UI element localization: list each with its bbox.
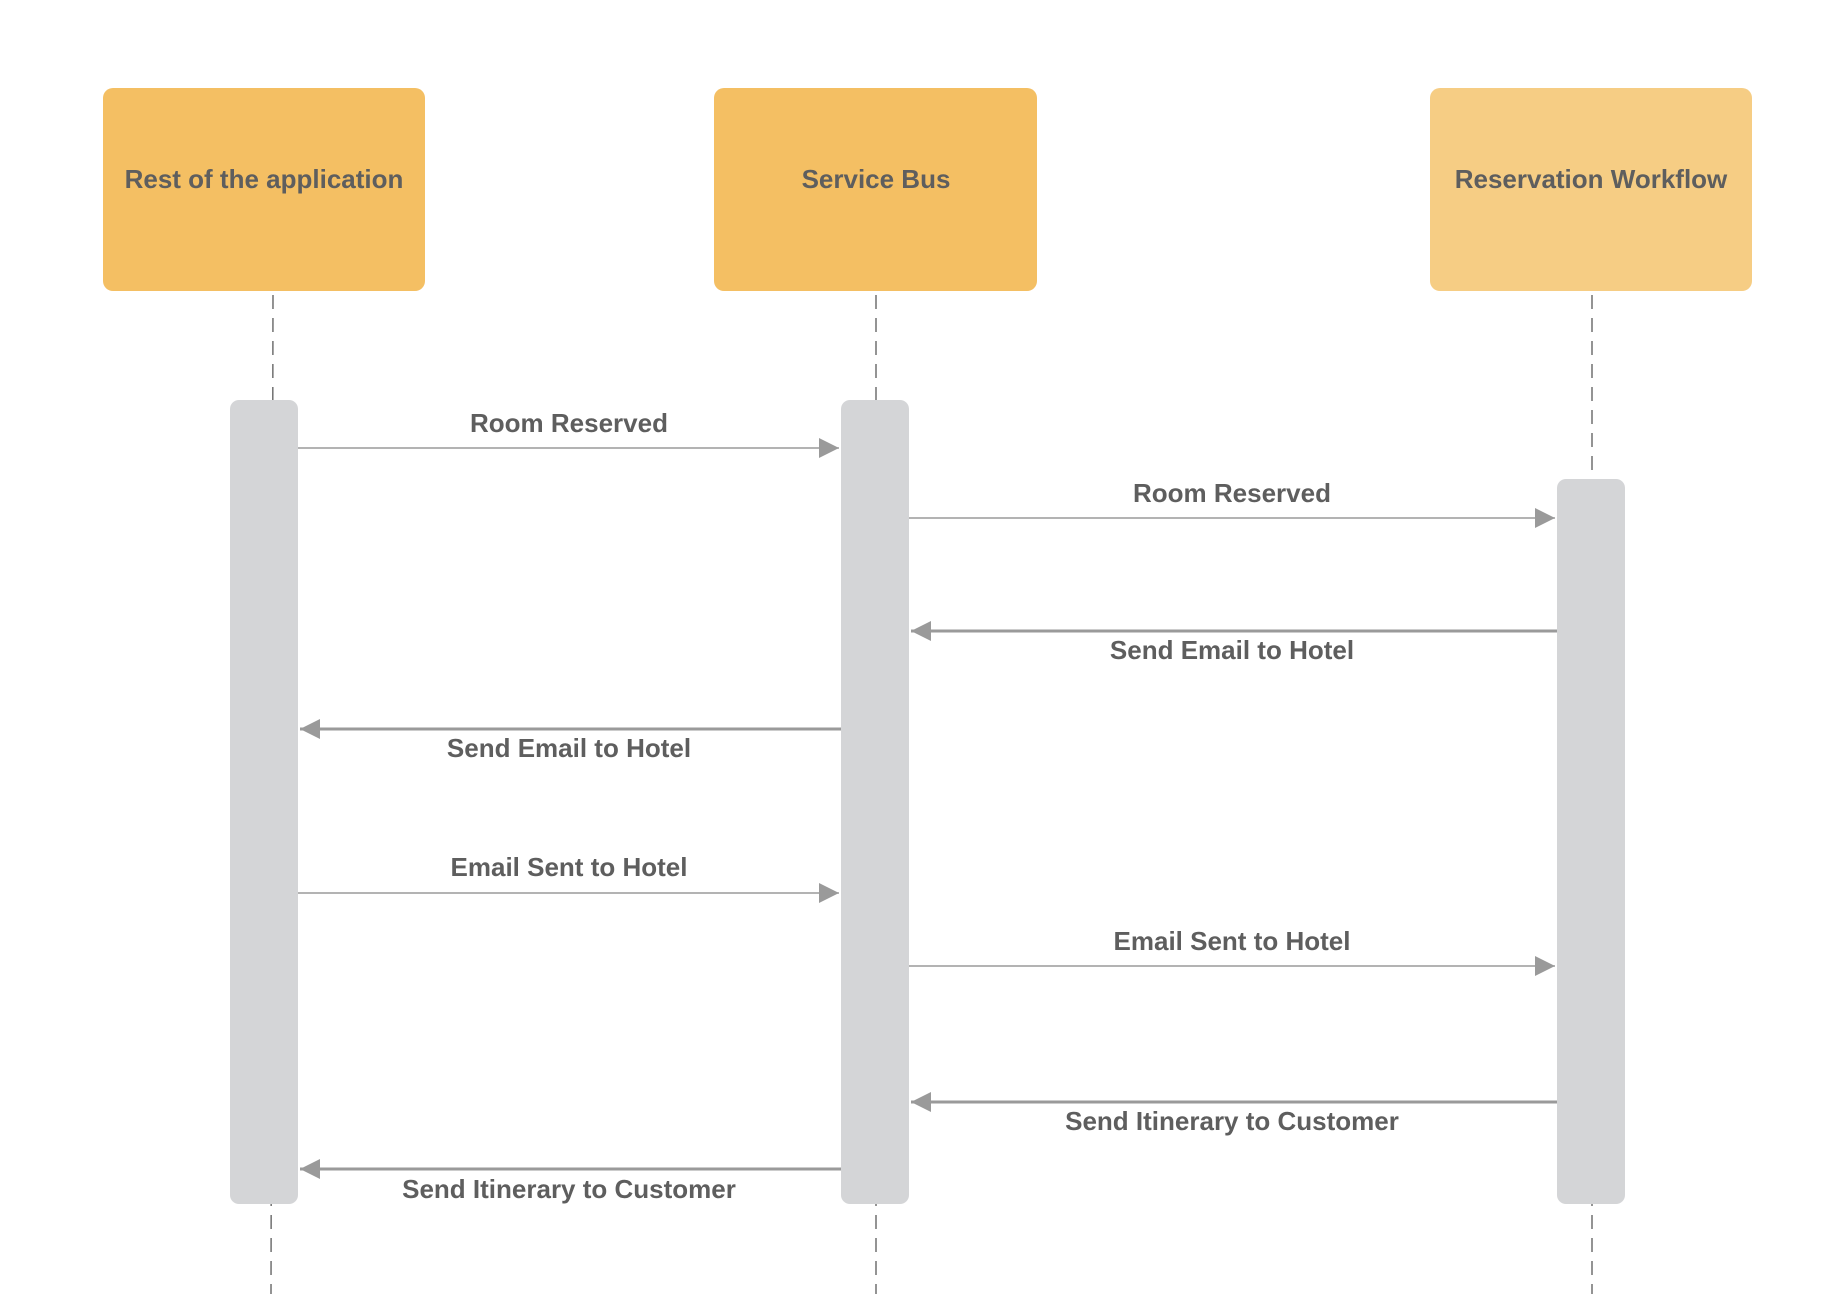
participant-label: Rest of the application bbox=[125, 164, 404, 194]
message-label: Email Sent to Hotel bbox=[1114, 926, 1351, 956]
activation-bar-bus bbox=[841, 400, 909, 1204]
participant-box bbox=[1430, 88, 1752, 291]
participant-label: Reservation Workflow bbox=[1455, 164, 1728, 194]
participant-app: Rest of the application bbox=[103, 88, 425, 291]
message-7: Send Itinerary to Customer bbox=[911, 1092, 1557, 1136]
activation-bar-app bbox=[230, 400, 298, 1204]
activations bbox=[230, 400, 1625, 1204]
participant-label: Service Bus bbox=[802, 164, 951, 194]
message-5: Email Sent to Hotel bbox=[298, 852, 839, 903]
message-label: Send Itinerary to Customer bbox=[402, 1174, 736, 1204]
message-label: Send Email to Hotel bbox=[1110, 635, 1354, 665]
message-6: Email Sent to Hotel bbox=[909, 926, 1555, 976]
message-1: Room Reserved bbox=[298, 408, 839, 458]
message-4: Send Email to Hotel bbox=[300, 719, 841, 763]
message-label: Send Itinerary to Customer bbox=[1065, 1106, 1399, 1136]
lifelines bbox=[270, 294, 1593, 1294]
message-8: Send Itinerary to Customer bbox=[300, 1159, 841, 1204]
message-label: Email Sent to Hotel bbox=[451, 852, 688, 882]
message-2: Room Reserved bbox=[909, 478, 1555, 528]
message-label: Room Reserved bbox=[1133, 478, 1331, 508]
activation-bar-workflow bbox=[1557, 479, 1625, 1204]
participant-box bbox=[103, 88, 425, 291]
participant-bus: Service Bus bbox=[714, 88, 1037, 291]
message-3: Send Email to Hotel bbox=[911, 621, 1557, 665]
message-label: Send Email to Hotel bbox=[447, 733, 691, 763]
message-label: Room Reserved bbox=[470, 408, 668, 438]
participant-box bbox=[714, 88, 1037, 291]
participant-workflow: Reservation Workflow bbox=[1430, 88, 1752, 291]
